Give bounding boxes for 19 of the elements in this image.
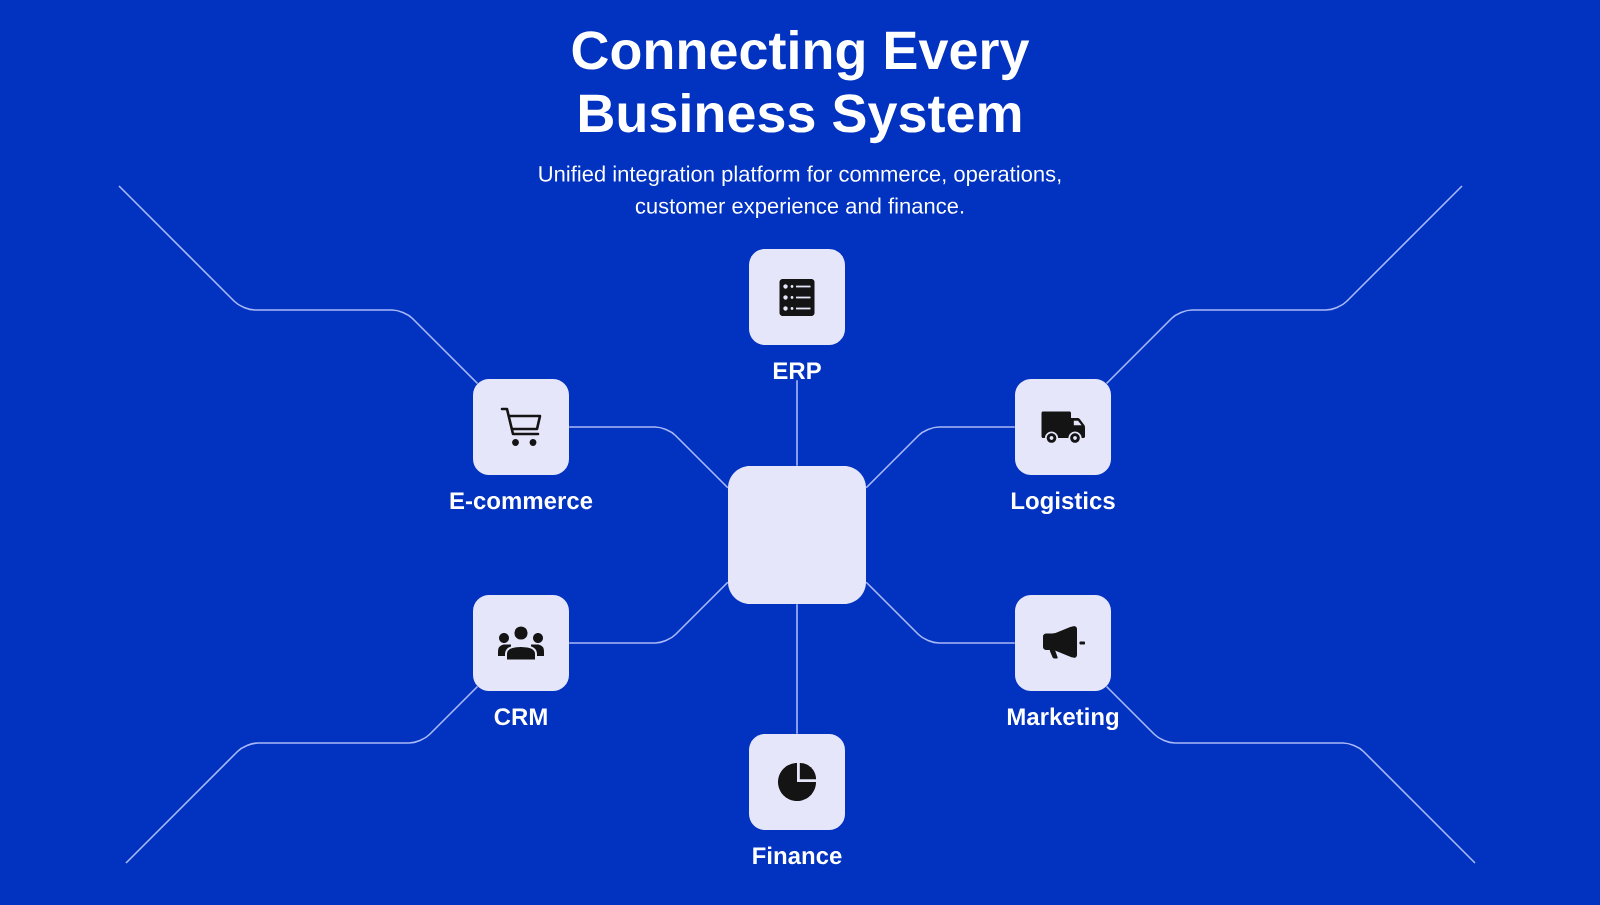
connector-line (568, 581, 729, 644)
connector-line (125, 685, 479, 864)
title: Connecting Every Business System (572, 29, 1030, 144)
node-label: Finance (753, 846, 842, 865)
connector-line (1105, 685, 1476, 864)
connector-line (796, 603, 798, 735)
node-label: Logistics (1011, 491, 1115, 515)
connector-line (865, 581, 1016, 644)
connector-line (1105, 185, 1463, 385)
connector-line (118, 185, 479, 385)
connector-line (865, 426, 1016, 489)
connector-line (568, 426, 729, 489)
node-label: CRM (494, 708, 547, 726)
node-label: Marketing (1007, 707, 1119, 731)
connector-line (796, 379, 798, 467)
rounded-box (728, 466, 866, 604)
node-label: E-commerce (450, 492, 593, 510)
subtitle: Unified integration platform for commerce, operations, customer experience and finance. (539, 165, 1061, 219)
node-label: ERP (773, 362, 821, 379)
